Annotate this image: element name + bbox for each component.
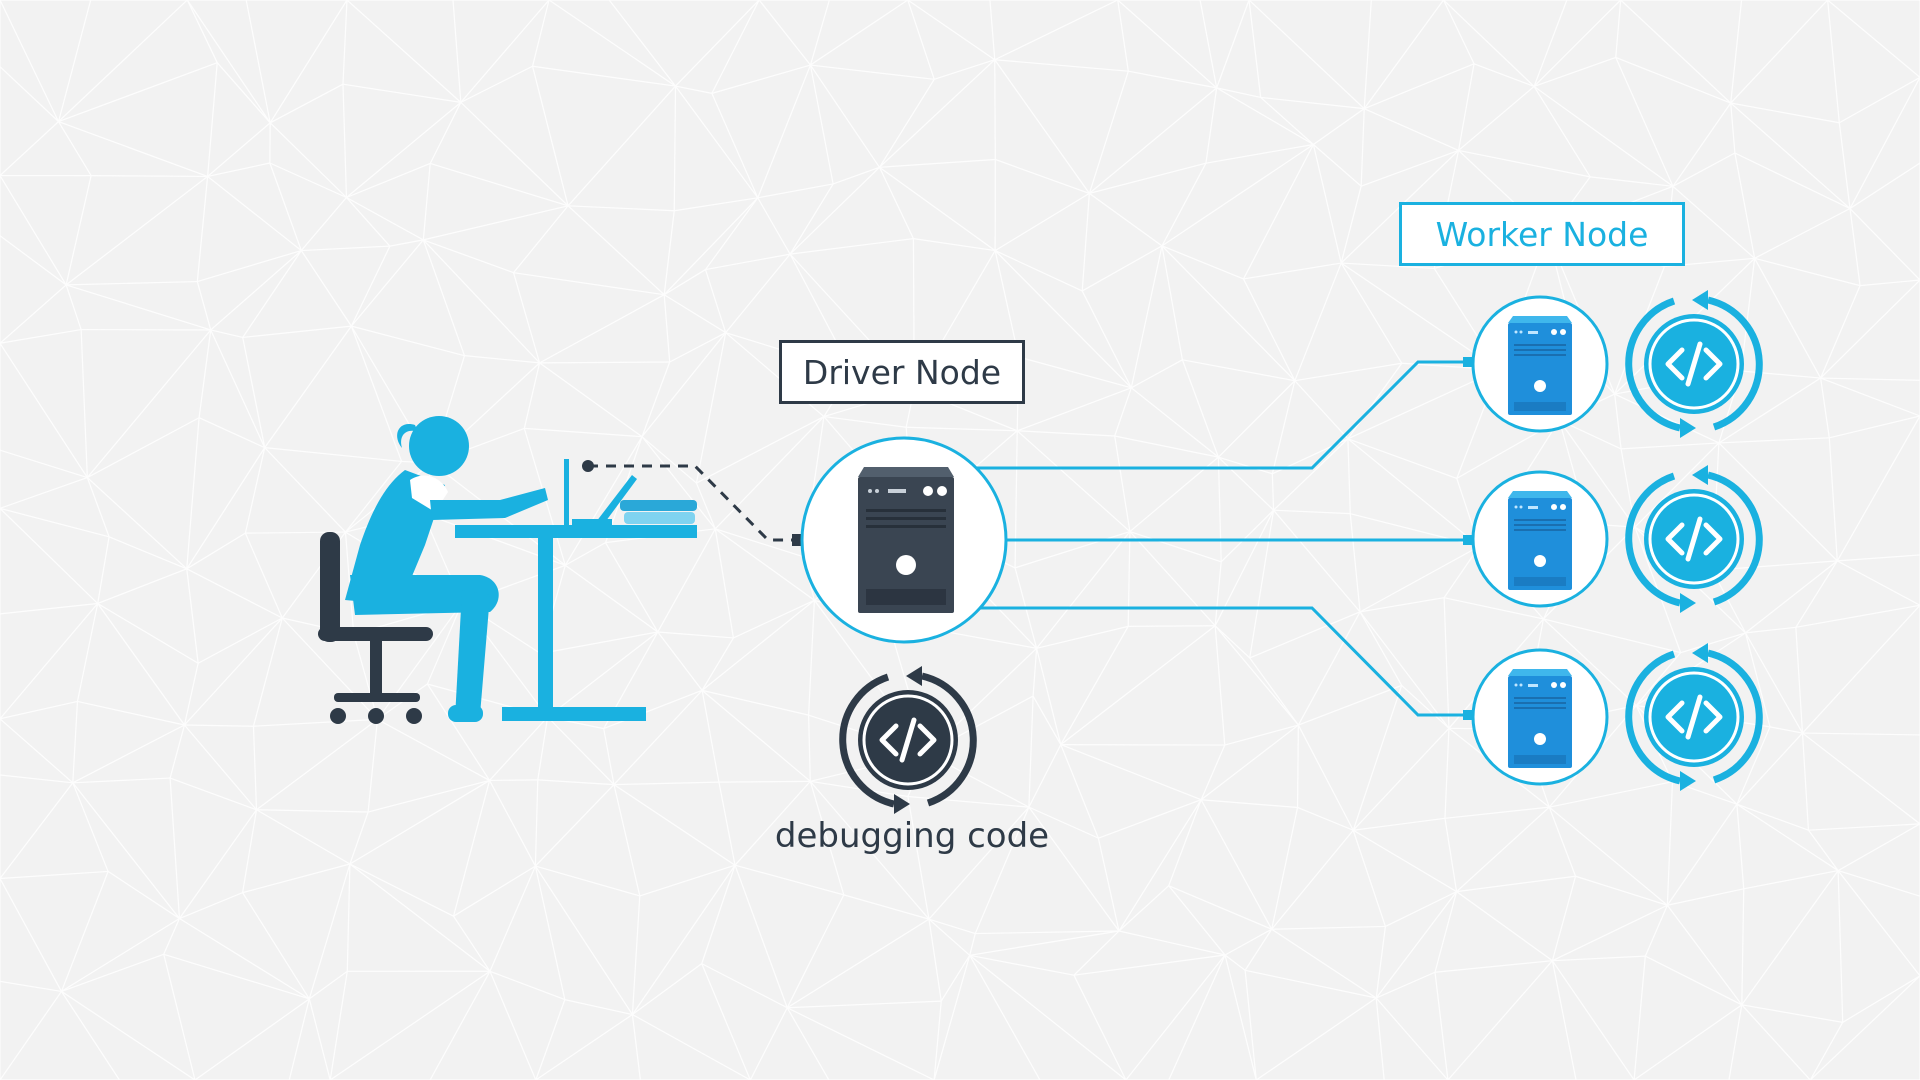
developer-at-desk-icon <box>318 416 697 724</box>
worker-3-code-icon <box>1629 643 1760 791</box>
driver-server-icon <box>858 467 954 613</box>
driver-node <box>800 436 1008 644</box>
connector-end-markers <box>1463 357 1473 720</box>
worker-node-label-text: Worker Node <box>1435 214 1649 254</box>
worker-node-2 <box>1471 470 1609 608</box>
worker-node-label: Worker Node <box>1399 202 1685 266</box>
connector-to-worker-1 <box>975 360 1468 470</box>
worker-3-server-icon <box>1508 669 1572 768</box>
worker-2-server-icon <box>1508 491 1572 590</box>
debugging-code-caption: debugging code <box>774 816 1050 856</box>
driver-node-label: Driver Node <box>779 340 1025 404</box>
dashed-link <box>582 460 802 546</box>
worker-2-code-icon <box>1629 465 1760 613</box>
worker-1-server-icon <box>1508 316 1572 415</box>
connector-to-worker-3 <box>975 606 1468 717</box>
connector-lines <box>975 360 1468 717</box>
debugging-code-icon <box>843 666 974 814</box>
worker-node-3 <box>1471 648 1609 786</box>
driver-node-label-text: Driver Node <box>802 352 1002 392</box>
worker-node-1 <box>1471 295 1609 433</box>
worker-1-code-icon <box>1629 290 1760 438</box>
